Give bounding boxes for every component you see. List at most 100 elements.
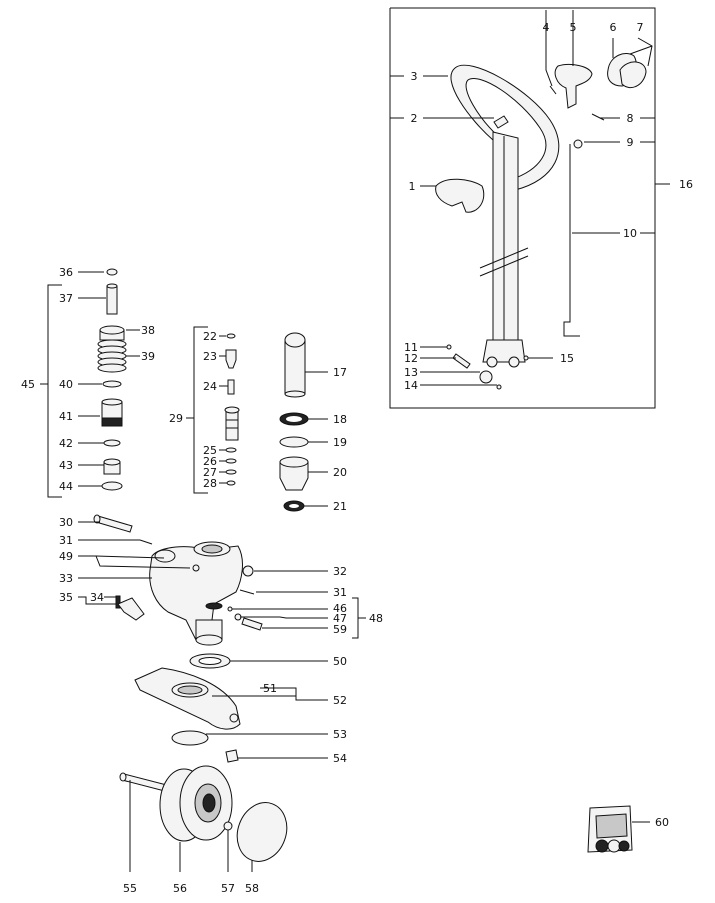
- part-32: [242, 565, 254, 577]
- part-52-frame: [134, 667, 241, 730]
- label-24: 24: [203, 380, 217, 393]
- part-14: [496, 384, 502, 390]
- label-22: 22: [203, 330, 217, 343]
- label-8: 8: [627, 112, 634, 125]
- label-48: 48: [369, 612, 383, 625]
- label-55: 55: [123, 882, 137, 895]
- part-58: [236, 802, 288, 862]
- label-15: 15: [560, 352, 574, 365]
- label-31-lower: 31: [333, 586, 347, 599]
- label-32: 32: [333, 565, 347, 578]
- label-56: 56: [173, 882, 187, 895]
- label-39: 39: [141, 350, 155, 363]
- label-53: 53: [333, 728, 347, 741]
- part-10: [563, 144, 580, 337]
- part-19: [279, 436, 309, 448]
- label-50: 50: [333, 655, 347, 668]
- label-5: 5: [570, 21, 577, 34]
- label-38: 38: [141, 324, 155, 337]
- label-43: 43: [59, 459, 73, 472]
- label-49: 49: [59, 550, 73, 563]
- label-46: 46: [333, 602, 347, 615]
- part-37: [106, 285, 118, 315]
- label-44: 44: [59, 480, 73, 493]
- part-17: [284, 339, 306, 395]
- pump-components: [40, 268, 140, 498]
- label-45: 45: [21, 378, 35, 391]
- label-37: 37: [59, 292, 73, 305]
- part-44: [101, 481, 123, 491]
- part-8: [591, 113, 605, 121]
- part-11: [446, 344, 452, 350]
- label-20: 20: [333, 466, 347, 479]
- label-47: 47: [333, 612, 347, 625]
- part-59: [241, 617, 263, 631]
- part-24: [227, 379, 235, 395]
- label-33: 33: [59, 572, 73, 585]
- part-13: [479, 370, 493, 384]
- part-7: [619, 61, 647, 88]
- part-35: [117, 597, 145, 621]
- label-35: 35: [59, 591, 73, 604]
- label-12: 12: [404, 352, 418, 365]
- part-15: [523, 355, 529, 361]
- label-36: 36: [59, 266, 73, 279]
- part-31a: [139, 539, 153, 545]
- part-54: [225, 749, 239, 763]
- label-59: 59: [333, 623, 347, 636]
- handle-assembly: [389, 7, 670, 409]
- label-25: 25: [203, 444, 217, 457]
- part-53: [171, 730, 209, 746]
- part-25: [225, 447, 237, 453]
- bracket-48: [352, 597, 359, 639]
- handle-base-part: [482, 339, 526, 363]
- label-30: 30: [59, 516, 73, 529]
- label-19: 19: [333, 436, 347, 449]
- part-57: [223, 821, 233, 831]
- label-41: 41: [59, 410, 73, 423]
- bracket-29: [193, 326, 208, 494]
- label-9: 9: [627, 136, 634, 149]
- part-1: [435, 178, 485, 213]
- label-16: 16: [679, 178, 693, 191]
- part-33-housing: [149, 545, 243, 641]
- label-10: 10: [623, 227, 637, 240]
- label-11: 11: [404, 341, 418, 354]
- part-60-kit: [587, 805, 650, 853]
- label-27: 27: [203, 466, 217, 479]
- part-20: [279, 456, 309, 491]
- label-26: 26: [203, 455, 217, 468]
- label-34: 34: [90, 591, 104, 604]
- label-51: 51: [263, 682, 277, 695]
- part-26: [225, 458, 237, 464]
- part-40: [102, 380, 122, 388]
- part-36: [106, 268, 118, 276]
- part-31b: [239, 589, 255, 595]
- label-7: 7: [637, 21, 644, 34]
- part-56-wheel: [159, 765, 233, 842]
- part-29-valve: [224, 406, 240, 441]
- label-42: 42: [59, 437, 73, 450]
- part-number-labels: 4 5 6 7 3 2 8 9 16 1 10 11 12 13 14 15 3…: [21, 21, 693, 895]
- part-46: [227, 606, 233, 612]
- label-40: 40: [59, 378, 73, 391]
- part-2: [493, 115, 509, 129]
- part-5: [554, 63, 593, 109]
- label-17: 17: [333, 366, 347, 379]
- handle-shaft-part: [492, 131, 519, 341]
- label-4: 4: [543, 21, 550, 34]
- label-28: 28: [203, 477, 217, 490]
- part-22: [226, 333, 236, 339]
- bracket-16: [389, 7, 656, 409]
- valve-components: [186, 326, 328, 512]
- label-18: 18: [333, 413, 347, 426]
- part-4: [549, 85, 557, 95]
- label-31-upper: 31: [59, 534, 73, 547]
- label-29: 29: [169, 412, 183, 425]
- part-39: [97, 339, 127, 373]
- label-1: 1: [409, 180, 416, 193]
- label-6: 6: [610, 21, 617, 34]
- label-3: 3: [411, 70, 418, 83]
- part-30: [95, 515, 133, 533]
